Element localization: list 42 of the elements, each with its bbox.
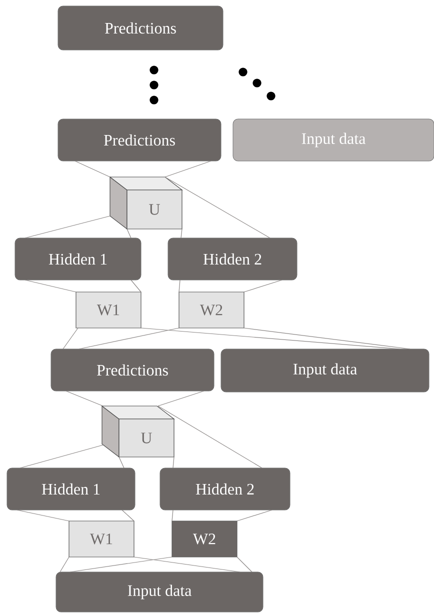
weight-box: W2 [178, 292, 244, 328]
layer-box: Hidden 1 [6, 468, 136, 510]
weight-box: W1 [68, 520, 134, 558]
connector-line [24, 216, 110, 238]
connector-line [236, 510, 272, 522]
connector-line [172, 510, 174, 522]
connector-line [118, 456, 124, 468]
connector-line [20, 444, 104, 468]
layer-box: Input data [56, 572, 264, 612]
connector-line [140, 328, 400, 350]
connector-line [134, 556, 240, 572]
connector-line [66, 390, 104, 406]
connector-line [126, 228, 132, 238]
layer-box: Input data [232, 118, 434, 162]
connector-line [62, 328, 78, 350]
weight-box: W2 [172, 520, 238, 558]
connector-line [244, 328, 410, 350]
connector-line [244, 280, 282, 292]
connector-line [164, 160, 212, 178]
connector-line [74, 160, 110, 178]
weight-box: W1 [76, 292, 142, 328]
layer-box: Hidden 1 [14, 238, 142, 280]
connector-line [70, 556, 172, 572]
connector-line [180, 228, 182, 238]
connector-line [24, 280, 76, 292]
layer-box: Hidden 2 [160, 468, 290, 510]
layer-box: Predictions [58, 6, 224, 50]
connector-line [122, 510, 134, 522]
connector-line [178, 280, 180, 292]
connector-line [130, 280, 142, 292]
connector-line [16, 510, 70, 522]
layer-box: Predictions [58, 118, 222, 162]
connector-line [78, 328, 180, 350]
connector-line [158, 406, 262, 468]
connector-line [236, 556, 252, 572]
layer-box: Predictions [50, 348, 214, 392]
connector-line [164, 176, 270, 238]
layer-box: Hidden 2 [168, 238, 298, 280]
connector-line [172, 456, 174, 468]
connector-line [158, 390, 204, 406]
connector-line [60, 556, 70, 572]
layer-box: Input data [220, 348, 430, 392]
